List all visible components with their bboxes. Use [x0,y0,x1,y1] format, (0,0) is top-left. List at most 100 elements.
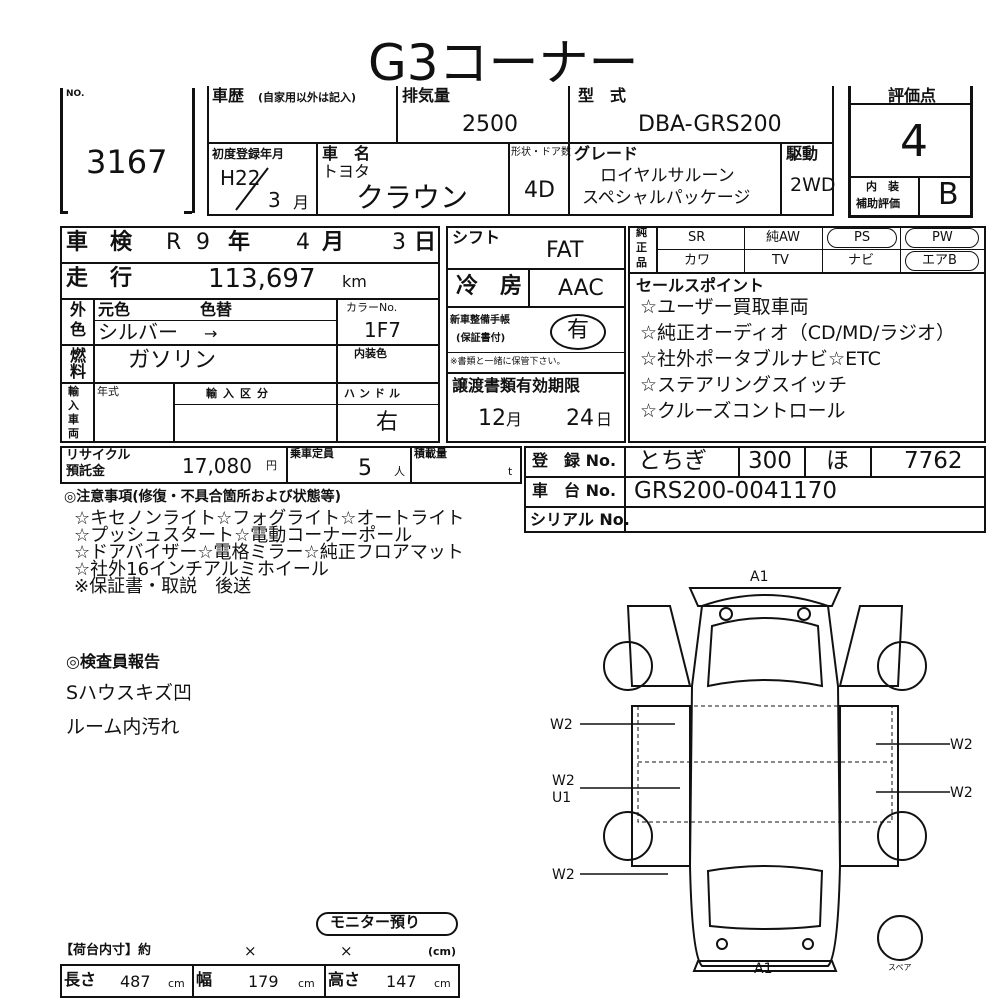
recycle-unit: 円 [266,459,277,472]
sales-point-item: ☆社外ポータブルナビ☆ETC [640,348,881,370]
diagram-label-left-2a: W2 [552,773,575,789]
handle-label: ハンドル [344,387,404,400]
inspection-year: 9 [196,230,210,255]
equipment-alloy-wheel: 純AW [766,230,801,245]
cargo-unit: (cm) [428,945,457,958]
height-unit: cm [434,977,451,990]
capacity-unit: 人 [394,465,405,478]
grade-label: グレード [574,144,639,163]
model-value: DBA-GRS200 [638,112,782,137]
cargo-label: 【荷台内寸】約 [60,943,152,958]
cargo-times-1: × [244,942,257,960]
color-code-label: カラーNo. [346,301,398,314]
displacement-value: 2500 [462,112,518,137]
chassis-label: 車 台 No. [532,481,617,500]
inspection-day: 3 [392,230,406,255]
interior-label-1: 内 装 [866,180,899,193]
mileage-label: 走 行 [66,266,133,291]
notes-item: ☆プッシュスタート☆電動コーナーポール [74,525,413,546]
height-value: 147 [386,972,417,991]
car-maker: トヨタ [322,162,371,181]
import-label-2: 入 [68,399,79,412]
equipment-airbag-circle [905,251,979,271]
interior-score: B [938,177,959,212]
grade-line2: スペシャルパッケージ [582,188,751,208]
maintenance-label-2: (保証書付) [456,333,506,344]
diagram-label-spare: スペア [888,963,912,972]
inspection-era: R [166,230,182,255]
body-value: 4D [524,178,555,203]
length-label: 長さ [64,970,97,989]
fuel-value: ガソリン [128,348,217,373]
load-unit: t [508,465,513,478]
width-label: 幅 [196,970,213,989]
inspection-day-unit: 日 [414,230,437,255]
monitor-stamp [316,912,458,936]
color-orig-label: 元色 [98,300,131,319]
length-unit: cm [168,977,185,990]
interior-color-label: 内装色 [354,347,387,360]
handle-value: 右 [376,410,399,435]
aircon-value: AAC [558,276,604,301]
page-title: G3コーナー [368,34,639,92]
monitor-label: モニター預り [330,913,421,931]
color-change-label: 色替 [200,300,233,319]
import-year-label: 年式 [97,385,119,398]
body-label: 形状・ドア数 [511,147,571,158]
equipment-ps: PS [854,230,871,245]
shift-label: シフト [452,228,501,247]
mileage-value: 113,697 [208,264,316,294]
deadline-month: 12 [478,406,506,431]
inspector-label: ◎検査員報告 [66,652,160,671]
aircon-label: 冷 房 [456,274,523,299]
inspector-item: Sハウスキズ凹 [66,682,193,704]
diagram-label-left-1: W2 [550,717,573,733]
history-note: (自家用以外は記入) [258,91,357,104]
sales-points-label: セールスポイント [636,276,765,295]
maintenance-label-1: 新車整備手帳 [450,315,510,326]
maintenance-value: 有 [567,318,590,343]
drive-value: 2WD [790,174,836,196]
import-label-1: 輸 [68,385,79,398]
lot-no-label: NO. [66,89,85,99]
deadline-day: 24 [566,406,594,431]
notes-item: ※保証書・取説 後送 [74,576,252,597]
diagram-label-a1-top: A1 [750,569,769,585]
deadline-day-unit: 日 [596,410,613,429]
registration-number: 7762 [904,448,963,474]
width-unit: cm [298,977,315,990]
fuel-label-2: 料 [70,362,87,381]
sales-point-item: ☆クルーズコントロール [640,400,846,422]
registration-prefecture: とちぎ [638,448,707,474]
height-label: 高さ [328,970,361,989]
shift-value: FAT [546,238,584,263]
sales-point-item: ☆ステアリングスイッチ [640,374,848,396]
registration-class: 300 [748,448,792,474]
serial-label: シリアル No. [530,510,630,529]
car-name: クラウン [356,181,469,214]
equipment-tv: TV [772,253,789,268]
inspection-label: 車 検 [66,230,133,255]
vehicle-info-block [207,86,834,216]
inspector-item: ルーム内汚れ [66,716,180,738]
capacity-value: 5 [358,456,372,481]
color-label-1: 外 [70,300,87,319]
details-middle-block [446,226,626,443]
cargo-times-2: × [340,942,353,960]
maintenance-note: ※書類と一緒に保管下さい。 [450,357,566,367]
mileage-unit: km [342,272,367,291]
equipment-pw: PW [932,230,953,245]
sales-point-item: ☆純正オーディオ（CD/MD/ラジオ） [640,322,956,344]
color-code-value: 1F7 [364,318,401,342]
equipment-ps-circle [827,228,897,248]
registration-label: 登 録 No. [532,451,617,470]
equipment-airbag: エアB [922,253,957,268]
equipment-navi: ナビ [848,253,875,268]
notes-item: ☆ドアバイザー☆電格ミラー☆純正フロアマット [74,542,464,563]
diagram-label-left-3: W2 [552,867,575,883]
lot-number: 3167 [86,143,168,181]
notes-item: ☆社外16インチアルミホイール [74,559,329,580]
notes-label: ◎注意事項(修復・不具合箇所および状態等) [64,489,342,505]
equipment-label-3: 品 [636,256,647,269]
history-label: 車歴 [212,86,245,105]
